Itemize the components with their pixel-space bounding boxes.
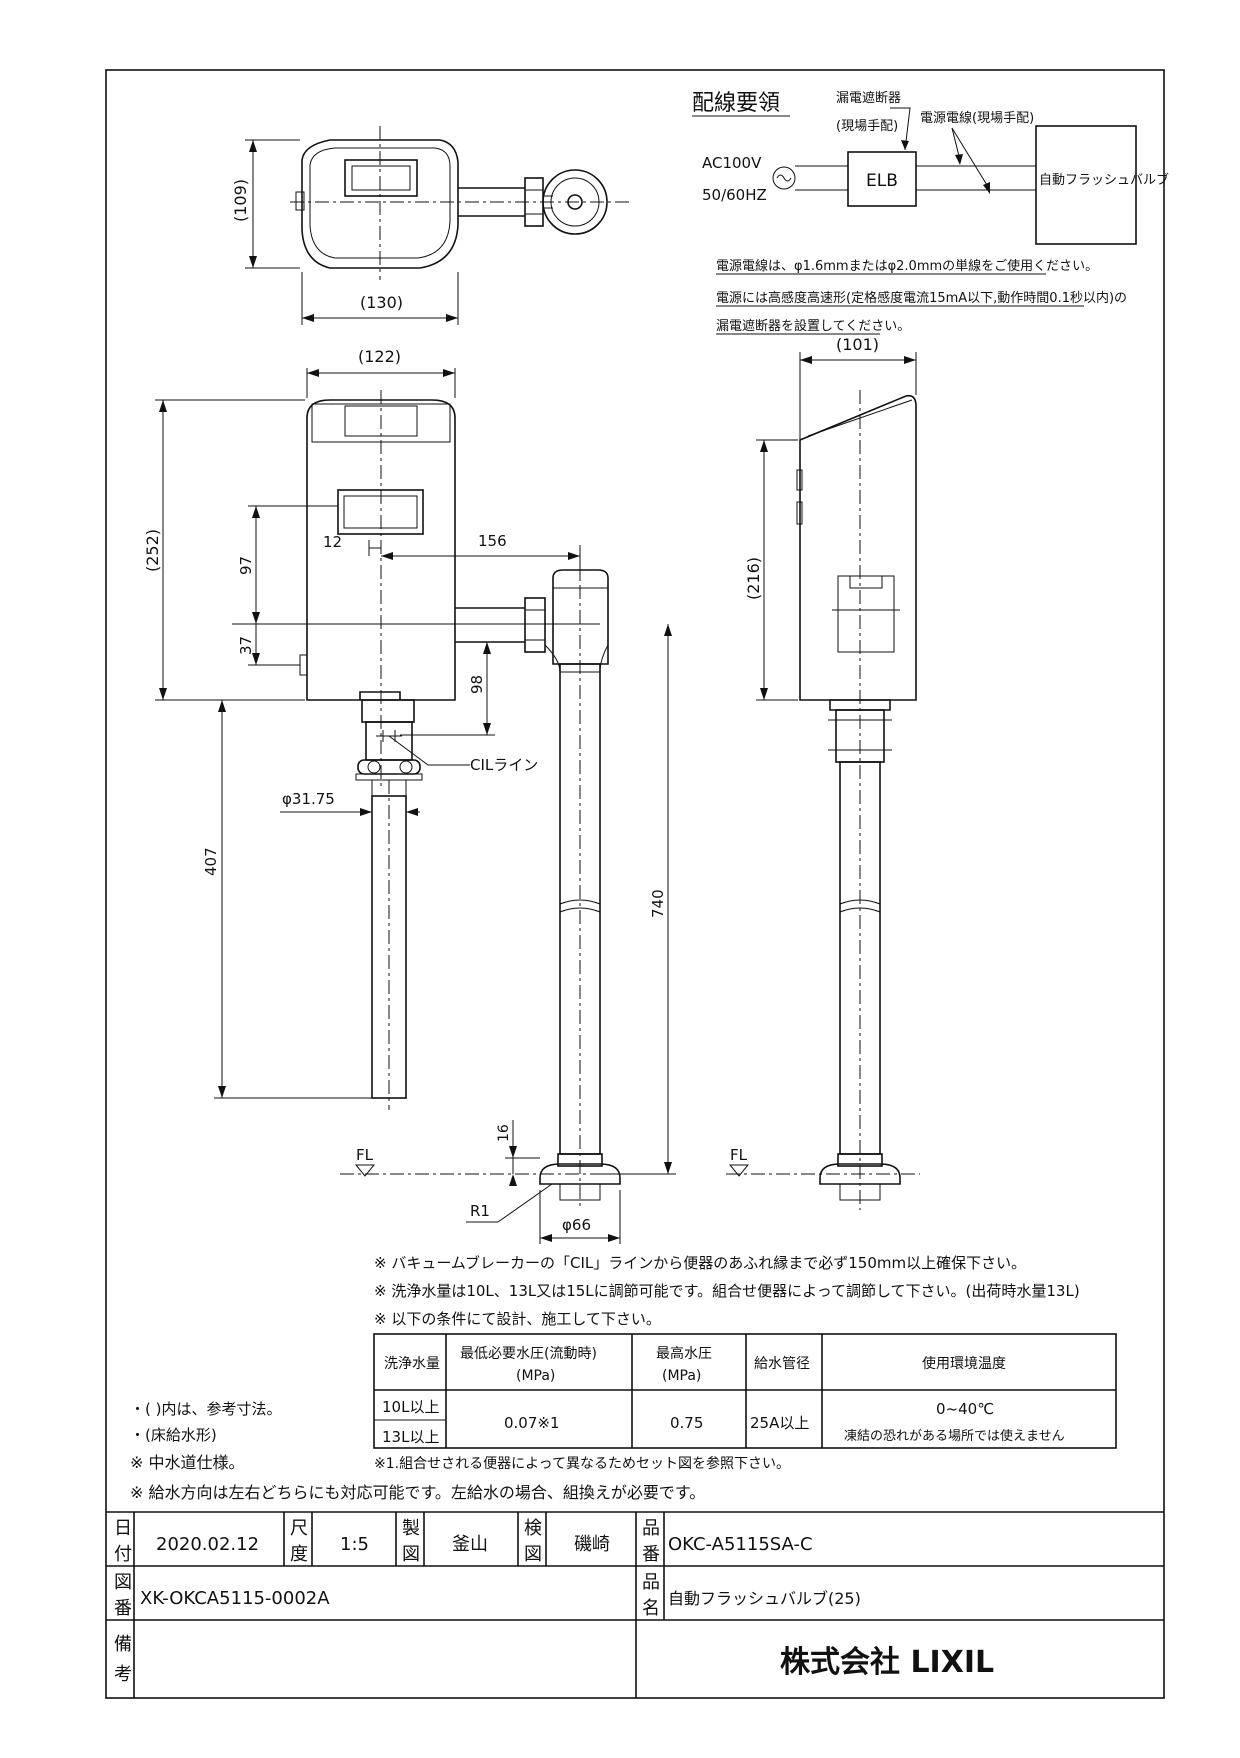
front-body	[306, 399, 456, 701]
label-part-name-1: 品	[642, 1572, 660, 1593]
front-nut	[524, 597, 546, 653]
dim-12: 12	[323, 533, 342, 551]
notes-block: ※ バキュームブレーカーの「CIL」ラインから便器のあふれ縁まで必ず150mm以…	[130, 1254, 1080, 1502]
dim-base-diameter: φ66	[562, 1216, 591, 1234]
elb-label: ELB	[866, 171, 898, 191]
cil-line-label: CILライン	[470, 756, 538, 774]
cell-min-pressure: 0.07※1	[504, 1414, 560, 1432]
cell-temp: 0~40℃	[936, 1400, 994, 1418]
drawing-no-value: XK-OKCA5115-0002A	[140, 1588, 330, 1609]
side-floor-flange	[819, 1163, 901, 1185]
dim-97: 97	[237, 556, 255, 575]
fl-label-right: FL	[730, 1146, 748, 1164]
label-date-1: 日	[114, 1518, 132, 1539]
note-greywater: ※ 中水道仕様。	[130, 1453, 245, 1472]
label-drawn-1: 製	[402, 1518, 420, 1539]
dim-37: 37	[237, 636, 255, 655]
side-view: (101) (216) FL	[726, 335, 920, 1210]
dim-top-width: (130)	[360, 293, 403, 312]
label-drawing-no-2: 番	[114, 1598, 132, 1619]
title-block: 日 付 2020.02.12 尺 度 1:5 製 図 釜山 検 図 磯崎 品 番…	[106, 1511, 1164, 1698]
note-floor-type: ・(床給水形)	[130, 1426, 217, 1444]
part-name-value: 自動フラッシュバルブ(25)	[668, 1589, 861, 1608]
frequency-label: 50/60HZ	[702, 186, 767, 204]
front-view: (122)	[143, 347, 676, 1244]
th-flush-volume: 洗浄水量	[384, 1356, 440, 1372]
label-checked-2: 図	[524, 1544, 542, 1565]
th-pipe-diameter: 給水管径	[754, 1356, 810, 1372]
cell-volume-10l: 10L以上	[382, 1398, 439, 1416]
cell-volume-13l: 13L以上	[382, 1428, 439, 1446]
dim-pipe-diameter: φ31.75	[282, 790, 335, 808]
dim-front-width: (122)	[358, 347, 401, 366]
wiring-note-2: 電源には高感度高速形(定格感度電流15mA以下,動作時間0.1秒以内)の	[716, 290, 1127, 306]
fl-label-left: FL	[356, 1146, 374, 1164]
note-reference-dims: ・( )内は、参考寸法。	[130, 1400, 281, 1418]
checked-by-value: 磯崎	[574, 1534, 610, 1555]
note-flush-volume: ※ 洗浄水量は10L、13L又は15Lに調節可能です。組合せ便器によって調節して…	[374, 1282, 1080, 1300]
ac-source-icon	[772, 166, 796, 190]
th-max-pressure-unit: (MPa)	[662, 1368, 701, 1384]
dim-side-height: (216)	[744, 557, 763, 600]
th-min-pressure: 最低必要水圧(流動時)	[460, 1346, 597, 1362]
floor-flange	[539, 1163, 621, 1185]
device-box	[1035, 125, 1137, 245]
label-checked-1: 検	[524, 1518, 542, 1539]
cell-pipe: 25A以上	[750, 1414, 809, 1432]
th-min-pressure-unit: (MPa)	[516, 1368, 555, 1384]
wiring-title: 配線要領	[692, 91, 780, 116]
company-logo: 株式会社 LIXIL	[780, 1645, 994, 1680]
note-cil: ※ バキュームブレーカーの「CIL」ラインから便器のあふれ縁まで必ず150mm以…	[374, 1254, 1026, 1272]
label-scale-2: 度	[290, 1544, 308, 1565]
dim-r1: R1	[470, 1202, 490, 1220]
top-view: (109) (130)	[231, 126, 630, 325]
spec-table: 洗浄水量 最低必要水圧(流動時) (MPa) 最高水圧 (MPa) 給水管径 使…	[373, 1333, 1117, 1449]
label-drawn-2: 図	[402, 1544, 420, 1565]
cell-temp-note: 凍結の恐れがある場所では使えません	[844, 1428, 1065, 1444]
date-value: 2020.02.12	[156, 1534, 259, 1555]
th-ambient-temp: 使用環境温度	[922, 1355, 1006, 1372]
dim-side-width: (101)	[836, 335, 879, 354]
label-remarks-1: 備	[114, 1634, 132, 1655]
top-view-body	[301, 139, 459, 269]
dim-98: 98	[468, 675, 486, 694]
wiring-note-3: 漏電遮断器を設置してください。	[716, 318, 910, 334]
note-supply-direction: ※ 給水方向は左右どちらにも対応可能です。左給水の場合、組換えが必要です。	[130, 1483, 705, 1502]
note-footnote: ※1.組合せされる便器によって異なるためセット図を参照下さい。	[374, 1455, 790, 1472]
label-part-no-1: 品	[642, 1518, 660, 1539]
device-label: 自動フラッシュバルブ	[1039, 172, 1169, 188]
dim-16: 16	[496, 1124, 512, 1142]
dim-top-depth: (109)	[231, 179, 250, 222]
dim-407: 407	[202, 847, 220, 876]
label-scale-1: 尺	[290, 1518, 308, 1539]
label-part-no-2: 番	[642, 1544, 660, 1565]
th-max-pressure: 最高水圧	[656, 1345, 712, 1362]
elb-box	[847, 151, 917, 207]
dim-740: 740	[649, 889, 667, 918]
label-remarks-2: 考	[114, 1664, 132, 1685]
power-line-label: 電源電線(現場手配)	[920, 110, 1034, 126]
cell-max-pressure: 0.75	[670, 1414, 703, 1432]
drawing-frame	[105, 69, 1165, 1699]
note-conditions: ※ 以下の条件にて設計、施工して下さい。	[374, 1310, 661, 1328]
elb-breaker-label: 漏電遮断器	[836, 90, 901, 106]
wiring-note-1: 電源電線は、φ1.6mmまたはφ2.0mmの単線をご使用ください。	[716, 258, 1098, 274]
elb-breaker-sub: (現場手配)	[836, 119, 898, 134]
wiring-diagram: 配線要領 漏電遮断器 (現場手配) 電源電線(現場手配) AC100V 50/6…	[692, 90, 1169, 335]
dim-156: 156	[478, 532, 507, 550]
label-part-name-2: 名	[642, 1598, 660, 1619]
vacuum-breaker-top	[361, 699, 415, 723]
label-date-2: 付	[114, 1544, 132, 1565]
drawn-by-value: 釜山	[452, 1534, 488, 1555]
top-sensor-window	[344, 159, 418, 197]
part-no-value: OKC-A5115SA-C	[668, 1534, 813, 1555]
voltage-label: AC100V	[702, 154, 762, 172]
side-body	[799, 394, 917, 701]
front-valve-housing	[552, 569, 609, 665]
scale-value: 1:5	[340, 1534, 369, 1555]
label-drawing-no-1: 図	[114, 1572, 132, 1593]
dim-front-height: (252)	[143, 529, 162, 572]
